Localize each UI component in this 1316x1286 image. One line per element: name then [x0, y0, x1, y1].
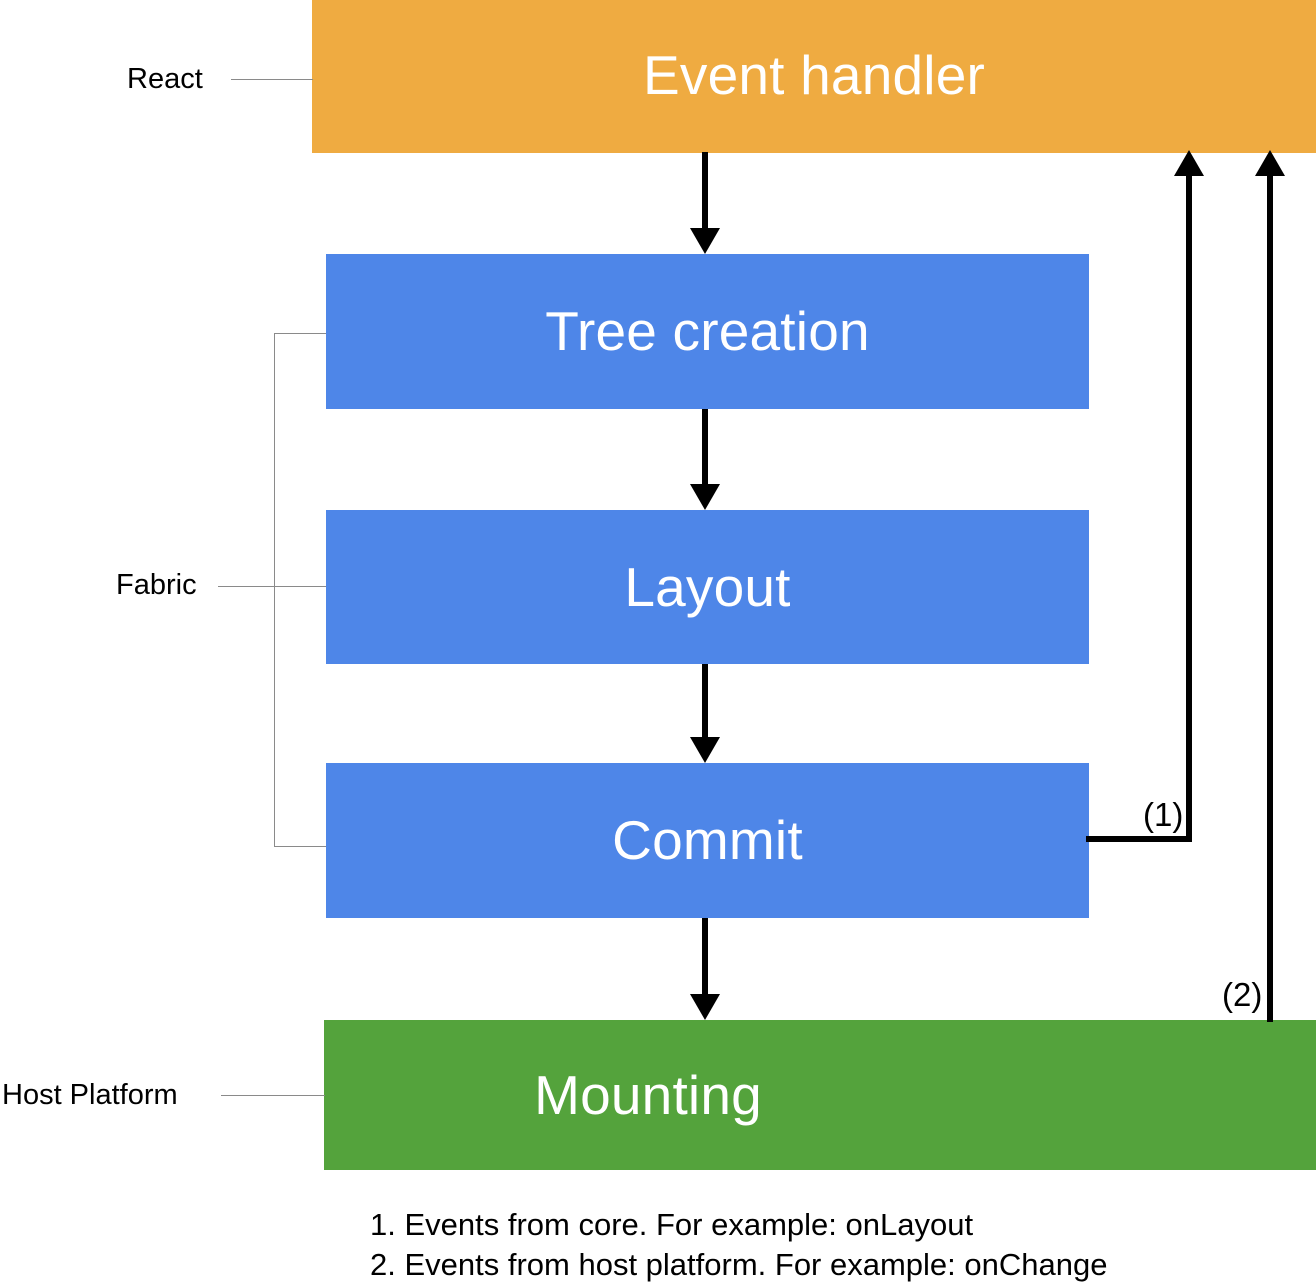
leader-line-fabric	[218, 586, 326, 587]
node-tree-creation: Tree creation	[326, 254, 1089, 409]
node-commit: Commit	[326, 763, 1089, 918]
arrow-commit-to-event-horizontal	[1086, 836, 1192, 842]
arrow-commit-to-mounting-shaft	[702, 918, 708, 996]
leader-line-react	[231, 79, 313, 80]
legend-line-2: 2. Events from host platform. For exampl…	[370, 1246, 1108, 1282]
arrow-tree-to-layout-shaft	[702, 409, 708, 486]
arrow-commit-to-event-head	[1174, 150, 1204, 176]
flow-marker-one: (1)	[1143, 796, 1184, 833]
group-label-react: React	[127, 63, 203, 95]
node-tree-creation-label: Tree creation	[545, 300, 870, 362]
fabric-bracket-spine	[274, 333, 275, 847]
node-layout-label: Layout	[624, 555, 791, 618]
fabric-bracket-top-arm	[274, 333, 326, 334]
arrow-tree-to-layout-head	[690, 484, 720, 510]
node-layout: Layout	[326, 510, 1089, 664]
node-event-handler: Event handler	[312, 0, 1316, 153]
legend: 1. Events from core. For example: onLayo…	[370, 1205, 1107, 1284]
arrow-layout-to-commit-shaft	[702, 664, 708, 740]
arrow-layout-to-commit-head	[690, 737, 720, 763]
node-commit-label: Commit	[612, 809, 803, 871]
arrow-mounting-to-event-shaft	[1267, 175, 1273, 1022]
group-label-fabric: Fabric	[116, 569, 197, 601]
arrow-mounting-to-event-head	[1255, 150, 1285, 176]
node-mounting: Mounting	[324, 1020, 1316, 1170]
leader-line-host-platform	[221, 1095, 325, 1096]
group-label-host-platform: Host Platform	[2, 1079, 178, 1111]
arrow-commit-to-event-shaft	[1186, 175, 1192, 839]
arrow-event-to-tree-head	[690, 228, 720, 254]
node-mounting-label: Mounting	[534, 1063, 762, 1126]
arrow-event-to-tree-shaft	[702, 152, 708, 230]
arrow-commit-to-mounting-head	[690, 994, 720, 1020]
legend-line-1: 1. Events from core. For example: onLayo…	[370, 1207, 974, 1242]
node-event-handler-label: Event handler	[643, 44, 985, 106]
fabric-bracket-bottom-arm	[274, 846, 326, 847]
flow-marker-two: (2)	[1222, 976, 1263, 1013]
